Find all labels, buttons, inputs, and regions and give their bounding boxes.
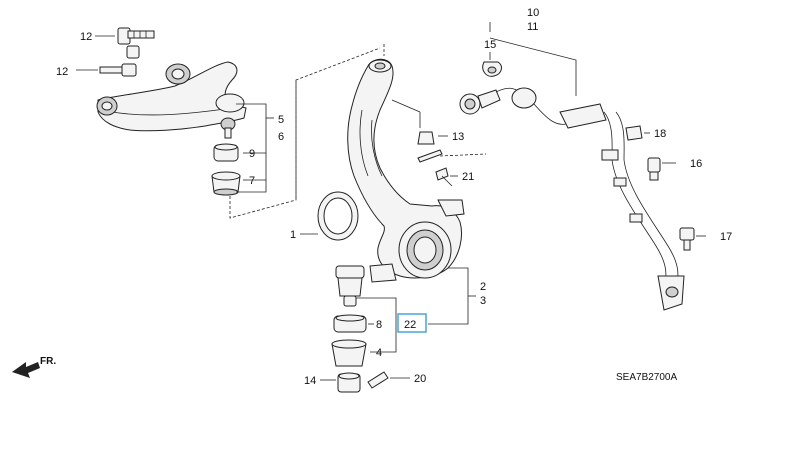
castle-nut-14[interactable]	[337, 372, 361, 393]
nut-13[interactable]	[417, 131, 435, 145]
front-label: FR.	[40, 356, 56, 367]
snap-ring-1[interactable]	[317, 191, 359, 241]
wire-clip-15[interactable]	[482, 61, 502, 77]
upper-ball-joint[interactable]	[220, 117, 236, 139]
callout-21: 21	[462, 171, 474, 183]
callout-1: 1	[290, 229, 296, 241]
callout-7: 7	[249, 175, 255, 187]
callout-4: 4	[376, 347, 382, 359]
callout-14: 14	[304, 375, 316, 387]
callout-8: 8	[376, 319, 382, 331]
upper-arm-bolt-top[interactable]	[117, 27, 155, 45]
boot-ring-9[interactable]	[213, 143, 239, 162]
callout-15: 15	[484, 39, 496, 51]
callout-11: 11	[527, 21, 538, 33]
callout-13: 13	[452, 131, 464, 143]
callout-6: 6	[278, 131, 284, 143]
callout-22[interactable]: 22	[404, 319, 416, 331]
upper-control-arm[interactable]	[96, 61, 247, 132]
callout-17: 17	[720, 231, 732, 243]
bolt-16[interactable]	[647, 157, 661, 181]
bolt-21[interactable]	[435, 167, 453, 187]
upper-arm-bolt-lower[interactable]	[99, 63, 137, 77]
cotter-pin[interactable]	[417, 149, 443, 163]
callout-16: 16	[690, 158, 702, 170]
callout-12-lower: 12	[56, 66, 68, 78]
boot-ring-8[interactable]	[333, 314, 367, 333]
callout-18: 18	[654, 128, 666, 140]
abs-sensor-harness[interactable]	[459, 87, 685, 311]
upper-arm-nut[interactable]	[126, 45, 140, 59]
highlight-box-22[interactable]	[397, 313, 427, 333]
lower-ball-joint[interactable]	[335, 265, 365, 307]
callout-12-top: 12	[80, 31, 92, 43]
callout-9: 9	[249, 148, 255, 160]
cotter-pin-20[interactable]	[367, 371, 389, 389]
callout-5: 5	[278, 114, 284, 126]
callout-10: 10	[527, 7, 539, 19]
diagram-code: SEA7B2700A	[616, 372, 677, 383]
bolt-18[interactable]	[625, 125, 643, 141]
callout-3: 3	[480, 295, 486, 307]
callout-20: 20	[414, 373, 426, 385]
dust-boot-4[interactable]	[331, 339, 367, 367]
steering-knuckle[interactable]	[347, 58, 465, 283]
front-direction-arrow	[12, 362, 40, 378]
callout-2: 2	[480, 281, 486, 293]
bolt-17[interactable]	[679, 227, 695, 251]
dust-boot-7[interactable]	[211, 171, 241, 196]
